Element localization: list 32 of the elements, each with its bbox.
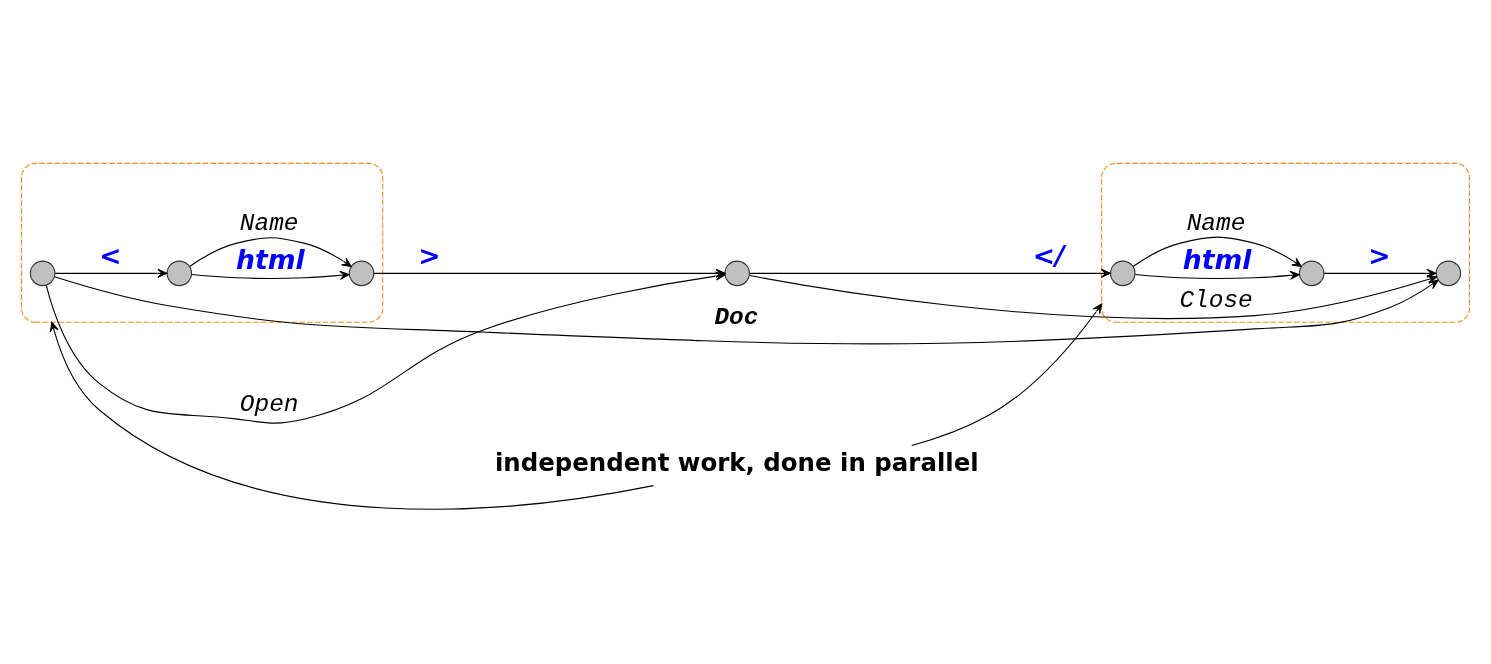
node-text: independent work, done in parallel — [494, 447, 979, 477]
arrow — [749, 268, 1111, 278]
edge-label: html — [1182, 244, 1252, 276]
arrow — [54, 268, 168, 278]
node-circle — [1110, 260, 1136, 287]
arrow — [911, 303, 1103, 447]
node-circle — [166, 260, 193, 287]
node-circle — [1435, 260, 1462, 287]
edge-label: Close — [1179, 287, 1253, 315]
arrow — [191, 270, 350, 280]
edge-label: < — [99, 239, 122, 271]
edge-label: > — [1368, 239, 1391, 271]
arrow — [1134, 270, 1300, 280]
arrow — [373, 268, 726, 278]
arrow — [749, 275, 1438, 319]
node-circle — [29, 260, 56, 287]
node-circle — [1298, 260, 1325, 287]
cluster — [20, 162, 384, 323]
edge-label: html — [235, 244, 305, 276]
edge-label: Doc — [714, 304, 759, 332]
edge-label: Name — [239, 209, 299, 237]
edge-label: </ — [1032, 239, 1065, 271]
arrow — [53, 276, 1439, 345]
node-circle — [348, 260, 375, 287]
edge-label: Open — [239, 390, 299, 418]
arrow — [1323, 268, 1437, 278]
edge-label: > — [418, 239, 441, 271]
edge-label: Name — [1186, 209, 1246, 237]
arrow — [189, 237, 352, 268]
arrow — [1132, 236, 1302, 268]
node-circle — [724, 260, 750, 287]
arrow — [49, 321, 654, 510]
